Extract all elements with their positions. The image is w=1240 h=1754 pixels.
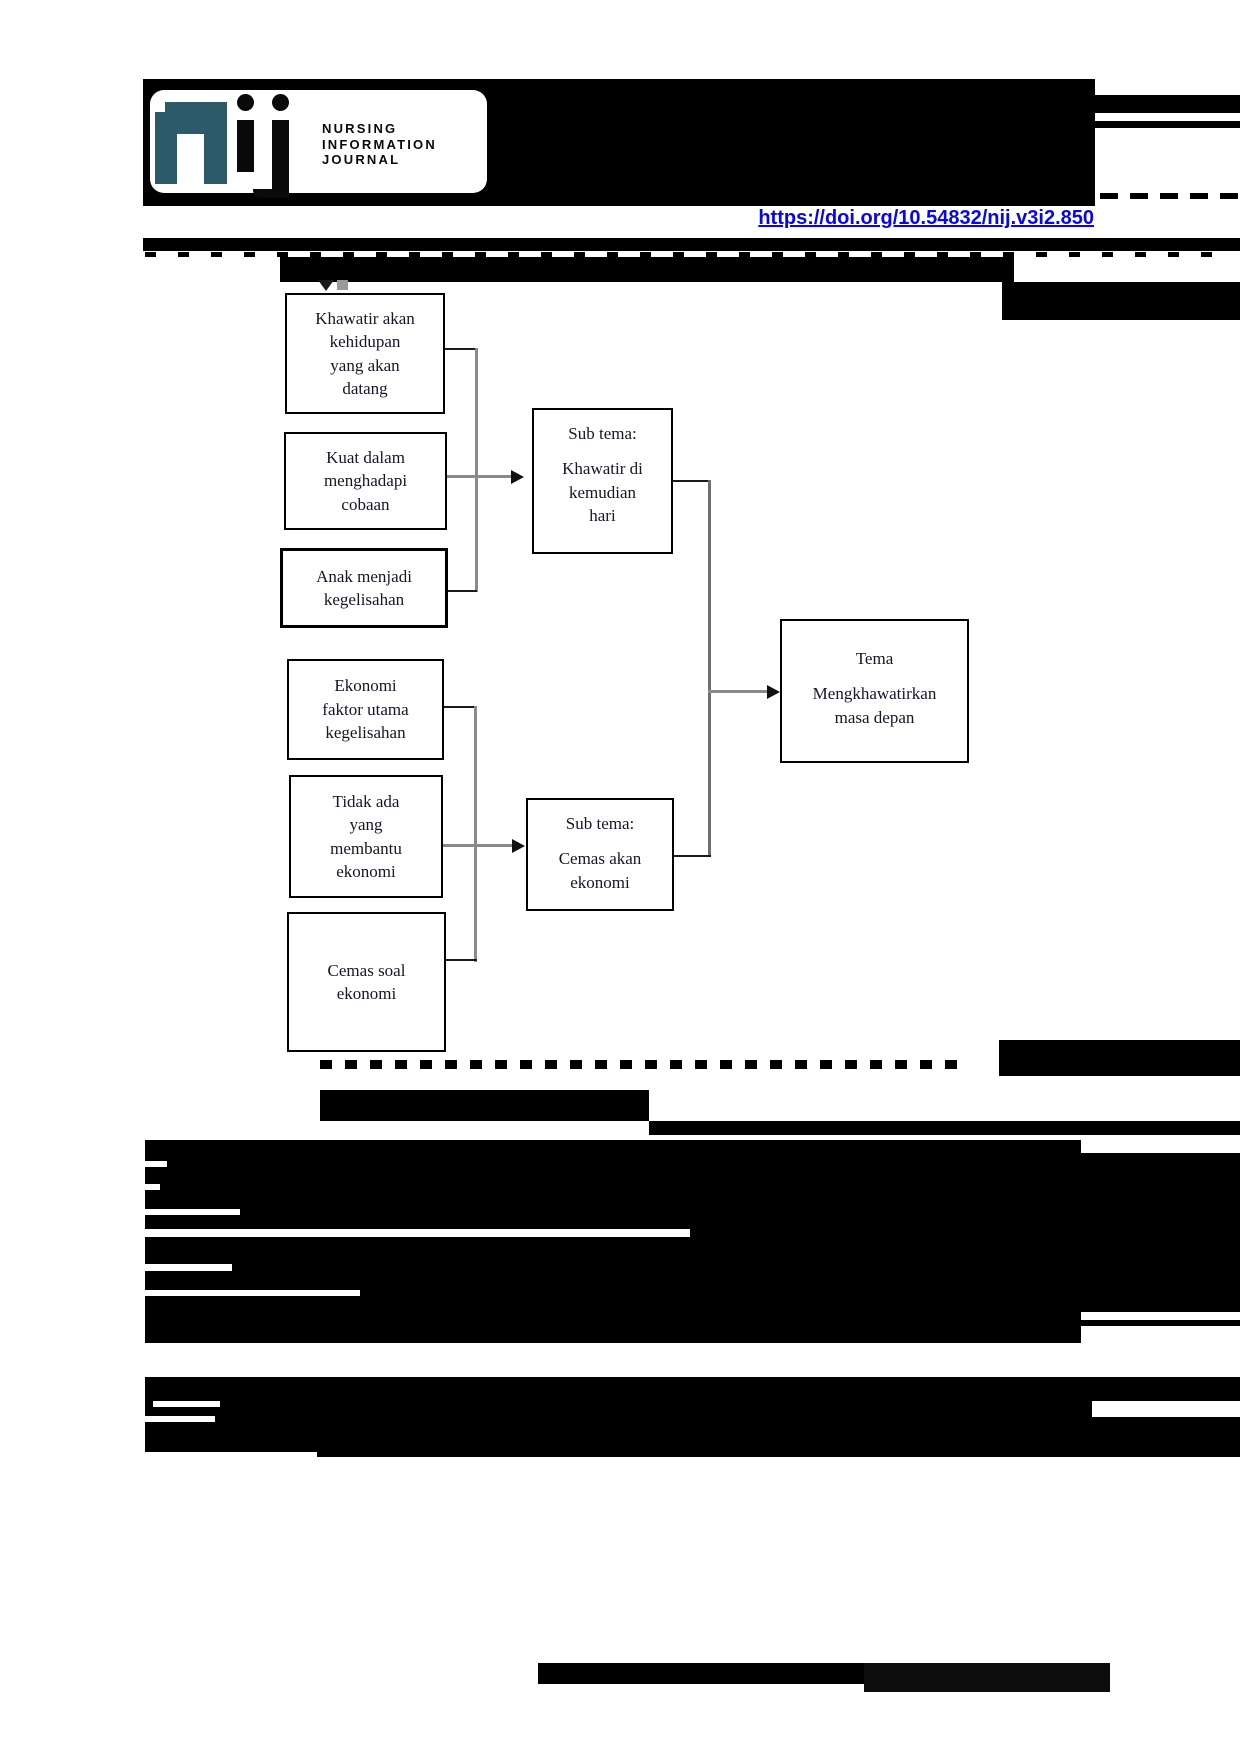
code-box-label: Kuat dalam menghadapi cobaan (323, 447, 408, 514)
redacted-caption-bar-1 (320, 1090, 649, 1121)
code-box-ekonomi-faktor: Ekonomi faktor utama kegelisahan (287, 659, 444, 760)
journal-name-line2: INFORMATION (322, 136, 437, 152)
connector-n3 (448, 590, 477, 592)
code-box-cemas-soal: Cemas soal ekonomi (287, 912, 446, 1052)
arrow-n2-s1-head (511, 470, 524, 484)
arrow-n5-s2-head (512, 839, 525, 853)
redacted-caption-right-block (999, 1040, 1240, 1076)
redacted-rule-bar (143, 238, 1240, 251)
subtheme-box-cemas: Sub tema: Cemas akan ekonomi (526, 798, 674, 911)
redacted-header-right-bar-2 (1095, 121, 1240, 128)
logo-j-icon (272, 94, 289, 111)
connector-n4 (444, 706, 477, 708)
connector-s2 (674, 855, 711, 857)
code-box-label: Ekonomi faktor utama kegelisahan (322, 676, 409, 743)
journal-name: NURSING INFORMATION JOURNAL (322, 121, 492, 168)
redacted-header-right-bar-1 (1095, 95, 1240, 113)
doi-link[interactable]: https://doi.org/10.54832/nij.v3i2.850 (758, 207, 1094, 229)
theme-title: Tema (855, 649, 894, 668)
caret-shadow-mark (337, 280, 348, 290)
theme-label: Mengkhawatirkan masa depan (812, 684, 937, 727)
connector-n6 (446, 959, 477, 961)
journal-name-line1: NURSING (322, 121, 398, 136)
journal-logo (150, 90, 487, 198)
code-box-label: Tidak ada yang membantu ekonomi (330, 791, 402, 881)
subtheme-title: Sub tema: (568, 424, 637, 443)
code-box-label: Khawatir akan kehidupan yang akan datang (315, 308, 415, 398)
code-box-anak-menjadi: Anak menjadi kegelisahan (280, 548, 448, 628)
redacted-body-block-2 (145, 1377, 1240, 1457)
code-box-label: Cemas soal ekonomi (327, 960, 406, 1003)
subtheme-label: Cemas akan ekonomi (558, 849, 642, 892)
redacted-caption-bar-2 (649, 1121, 1240, 1135)
redacted-figure-title-bar (280, 257, 1014, 282)
redacted-caption-dashes (320, 1060, 957, 1069)
redacted-figure-right-block (1002, 282, 1240, 320)
caret-down-icon (318, 280, 334, 291)
connector-lower-vertical (474, 706, 477, 962)
redacted-body-block-1 (145, 1140, 1240, 1343)
connector-s1 (673, 480, 711, 482)
logo-i-icon (237, 94, 254, 111)
journal-name-line3: JOURNAL (322, 152, 401, 167)
arrow-theme-head (767, 685, 780, 699)
subtheme-box-khawatir: Sub tema: Khawatir di kemudian hari (532, 408, 673, 554)
redacted-footer-bar-right (864, 1663, 1110, 1692)
subtheme-label: Khawatir di kemudian hari (562, 459, 643, 526)
code-box-label: Anak menjadi kegelisahan (316, 566, 412, 609)
connector-upper-vertical (475, 348, 478, 592)
redacted-dashes-header-right (1100, 193, 1238, 199)
redacted-dashes-row (145, 252, 1212, 257)
connector-theme-vertical (708, 480, 711, 857)
arrow-n5-s2-shaft (443, 844, 513, 847)
connector-n1 (445, 348, 477, 350)
subtheme-title: Sub tema: (565, 814, 635, 833)
arrow-theme-shaft (708, 690, 768, 693)
code-box-kuat-dalam: Kuat dalam menghadapi cobaan (284, 432, 447, 530)
arrow-n2-s1-shaft (447, 475, 512, 478)
code-box-khawatir-kehidupan: Khawatir akan kehidupan yang akan datang (285, 293, 445, 414)
theme-box-mengkhawatirkan: Tema Mengkhawatirkan masa depan (780, 619, 969, 763)
code-box-tidak-ada: Tidak ada yang membantu ekonomi (289, 775, 443, 898)
redacted-footer-bar-left (538, 1663, 864, 1684)
redacted-body-right-strip (1089, 1320, 1240, 1326)
